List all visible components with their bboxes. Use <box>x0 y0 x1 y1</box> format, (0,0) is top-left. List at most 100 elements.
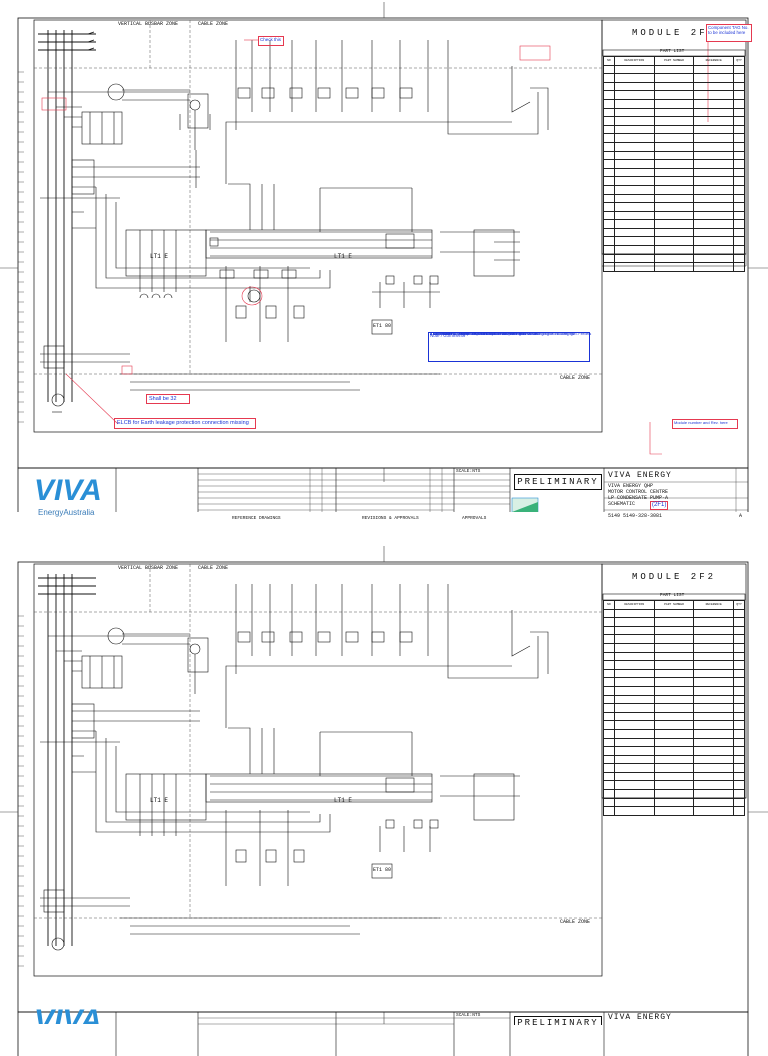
table-row <box>603 789 745 799</box>
markup-check-box: Check this <box>258 36 284 46</box>
footer-approvals: APPROVALS <box>462 516 487 521</box>
parts-list-table: NO DESCRIPTION PART NUMBER REFERENCE QTY <box>603 56 745 272</box>
table-row <box>603 677 745 687</box>
markup-module-rev-text: Module number and Rev. here <box>674 420 728 425</box>
markup-check-text: Check this <box>260 37 282 42</box>
table-row <box>603 806 745 816</box>
parts-list-header: PART LIST <box>660 593 685 598</box>
viva-logo: VIVA <box>34 474 102 507</box>
table-row <box>603 694 745 705</box>
parts-header-row: NO DESCRIPTION PART NUMBER REFERENCE QTY <box>603 56 745 66</box>
table-row <box>603 107 745 118</box>
drawing-sheet-1: VERTICAL BUSBAR ZONE CABLE ZONE CABLE ZO… <box>0 2 768 521</box>
vertical-busbar-zone-label: VERTICAL BUSBAR ZONE <box>118 565 179 571</box>
notes-line-5: 5 All Component rating details to indica… <box>430 332 540 336</box>
table-row <box>603 797 745 808</box>
parts-header-row: NO DESCRIPTION PART NUMBER REFERENCE QTY <box>603 600 745 610</box>
cable-zone-bottom-label: CABLE ZONE <box>560 375 591 381</box>
preliminary-stamp: PRELIMINARY <box>514 1016 602 1025</box>
table-row <box>603 634 745 644</box>
table-row <box>603 236 745 247</box>
table-row <box>603 771 745 782</box>
cable-zone-top-label: CABLE ZONE <box>198 565 229 571</box>
table-row <box>603 711 745 722</box>
title-line-5: SCHEMATIC <box>608 501 636 507</box>
table-row <box>603 245 745 255</box>
footer-reference-drawings: REFERENCE DRAWINGS <box>232 516 281 521</box>
table-row <box>603 98 745 109</box>
cable-zone-top-label: CABLE ZONE <box>198 21 229 27</box>
plc-module-label: ET1 80 <box>373 867 392 873</box>
title-line-4: LP CONDENSATE PUMP-A <box>608 495 669 501</box>
table-row <box>603 64 745 75</box>
table-row <box>603 184 745 195</box>
table-row <box>603 253 745 264</box>
notes-comments-title: Note / Comments <box>430 333 466 338</box>
notes-line-2: 2 Each Starter & Feeders to have a No: s… <box>430 332 526 336</box>
table-row <box>603 685 745 696</box>
table-row <box>603 141 745 152</box>
preliminary-stamp: PRELIMINARY <box>514 474 602 490</box>
parts-col-ref: REFERENCE <box>693 600 735 610</box>
table-row <box>603 608 745 619</box>
rev-letter: A <box>739 513 743 519</box>
title-line-3: MOTOR CONTROL CENTRE <box>608 489 669 495</box>
table-row <box>603 617 745 627</box>
module-title: MODULE 2F1 <box>631 28 716 38</box>
table-row <box>603 763 745 773</box>
table-row <box>603 116 745 126</box>
table-row <box>603 150 745 161</box>
table-row <box>603 780 745 791</box>
table-row <box>603 262 745 272</box>
table-row <box>603 668 745 679</box>
markup-tag-number-text: Component TAG No. to be included here <box>708 25 749 35</box>
parts-col-qty: QTY <box>733 56 745 66</box>
table-row <box>603 159 745 169</box>
doc-number: 5149 5149-328-3081 <box>608 513 663 519</box>
table-row <box>603 219 745 229</box>
table-row <box>603 133 745 143</box>
parts-col-desc: DESCRIPTION <box>613 600 655 610</box>
parts-list-header: PART LIST <box>660 49 685 54</box>
table-row <box>603 176 745 186</box>
schematic-2-lines <box>0 546 768 1056</box>
parts-col-partno: PART NUMBER <box>653 56 695 66</box>
table-row <box>603 193 745 204</box>
parts-col-partno: PART NUMBER <box>653 600 695 610</box>
table-row <box>603 227 745 238</box>
control-block-label: LT1 E <box>150 253 169 260</box>
table-row <box>603 81 745 92</box>
parts-col-desc: DESCRIPTION <box>613 56 655 66</box>
table-row <box>603 728 745 739</box>
control-block-label-2: LT1 E <box>334 253 353 260</box>
table-row <box>603 737 745 748</box>
table-row <box>603 651 745 662</box>
markup-elcb-box: ELCB for Earth leakage protection connec… <box>114 418 256 429</box>
parts-list-table: NO DESCRIPTION PART NUMBER REFERENCE QTY <box>603 600 745 816</box>
viva-logo: VIVA <box>34 1004 102 1024</box>
parts-col-ref: REFERENCE <box>693 56 735 66</box>
table-row <box>603 720 745 730</box>
markup-tag-number-box: Component TAG No. to be included here <box>706 24 752 42</box>
parts-col-no: NO <box>603 56 615 66</box>
parts-col-no: NO <box>603 600 615 610</box>
control-block-label: LT1 E <box>150 797 169 804</box>
scale-label: SCALE:NTS <box>456 469 481 474</box>
table-row <box>603 73 745 83</box>
table-row <box>603 746 745 756</box>
table-row <box>603 703 745 713</box>
table-row <box>603 754 745 765</box>
tag-markup: (2F1) <box>650 501 669 510</box>
table-row <box>603 124 745 135</box>
vertical-busbar-zone-label: VERTICAL BUSBAR ZONE <box>118 21 179 27</box>
table-row <box>603 660 745 670</box>
drawing-sheet-2: VERTICAL BUSBAR ZONE CABLE ZONE CABLE ZO… <box>0 546 768 1056</box>
control-block-label-2: LT1 E <box>334 797 353 804</box>
scale-label: SCALE:NTS <box>456 1013 481 1018</box>
table-row <box>603 202 745 212</box>
table-row <box>603 90 745 100</box>
viva-logo-subtitle: EnergyAustralia <box>38 508 95 517</box>
table-row <box>603 642 745 653</box>
title-line-1: VIVA ENERGY <box>608 1013 672 1022</box>
table-row <box>603 625 745 636</box>
